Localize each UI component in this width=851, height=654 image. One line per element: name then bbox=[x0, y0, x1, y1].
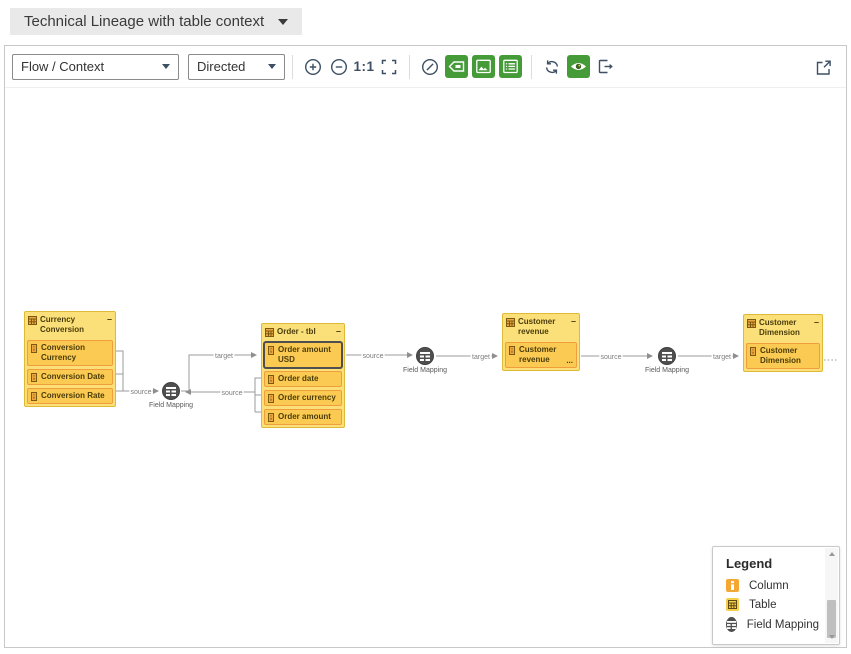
toggle-tags-button[interactable] bbox=[445, 55, 468, 78]
field-mapping-label: Field Mapping bbox=[403, 367, 447, 374]
table-name: Customer Dimension bbox=[759, 318, 800, 337]
refresh-icon bbox=[542, 57, 562, 77]
legend-scrollbar[interactable] bbox=[825, 548, 838, 643]
column-node-order-amount-usd[interactable]: Order amount USD bbox=[264, 342, 342, 368]
toggle-visibility-button[interactable] bbox=[567, 55, 590, 78]
column-node-order-amount[interactable]: Order amount bbox=[264, 409, 342, 425]
column-icon bbox=[267, 345, 275, 355]
column-icon bbox=[267, 374, 275, 384]
eye-icon bbox=[568, 56, 589, 77]
zoom-in-button[interactable] bbox=[300, 54, 326, 80]
field-mapping-icon bbox=[162, 382, 180, 400]
legend-title: Legend bbox=[726, 556, 773, 571]
column-node-order-currency[interactable]: Order currency bbox=[264, 390, 342, 406]
list-icon bbox=[500, 56, 521, 77]
flow-context-value: Flow / Context bbox=[21, 59, 105, 74]
legend-panel: Legend Column Table bbox=[712, 546, 840, 645]
toolbar-divider bbox=[409, 54, 410, 79]
edit-lineage-button[interactable] bbox=[417, 54, 443, 80]
legend-item-table: Table bbox=[726, 598, 819, 611]
field-mapping-icon bbox=[416, 347, 434, 365]
field-mapping-icon bbox=[658, 347, 676, 365]
toggle-image-button[interactable] bbox=[472, 55, 495, 78]
refresh-button[interactable] bbox=[539, 54, 565, 80]
column-node-customer-revenue[interactable]: Customer revenue ... bbox=[505, 342, 577, 368]
field-mapping-label: Field Mapping bbox=[645, 367, 689, 374]
column-icon bbox=[267, 393, 275, 403]
field-mapping-node-2[interactable]: Field Mapping bbox=[393, 347, 457, 374]
external-link-icon bbox=[813, 57, 833, 77]
legend-item-field-mapping: Field Mapping bbox=[726, 617, 819, 632]
lineage-view-selector[interactable]: Technical Lineage with table context bbox=[10, 8, 303, 35]
table-name: Currency Conversion bbox=[40, 315, 85, 334]
lineage-view-label: Technical Lineage with table context bbox=[24, 13, 265, 30]
field-mapping-node-3[interactable]: Field Mapping bbox=[635, 347, 699, 374]
column-node-conversion-currency[interactable]: Conversion Currency bbox=[27, 340, 113, 366]
scroll-down-button[interactable] bbox=[825, 631, 838, 643]
table-icon bbox=[265, 327, 274, 338]
image-icon bbox=[473, 56, 494, 77]
scroll-up-button[interactable] bbox=[825, 548, 838, 560]
chevron-up-icon bbox=[828, 552, 835, 556]
table-node-order-tbl[interactable]: Order - tbl – Order amount USD Order dat… bbox=[261, 323, 345, 428]
column-node-conversion-date[interactable]: Conversion Date bbox=[27, 369, 113, 385]
direction-select[interactable]: Directed bbox=[188, 53, 285, 80]
toolbar-divider bbox=[531, 54, 532, 79]
table-icon bbox=[747, 318, 756, 339]
zoom-ratio-label: 1:1 bbox=[353, 59, 375, 74]
open-in-new-window-button[interactable] bbox=[810, 54, 836, 80]
field-mapping-node-1[interactable]: Field Mapping bbox=[139, 382, 203, 409]
chevron-down-icon bbox=[268, 64, 276, 69]
table-name: Customer revenue bbox=[518, 317, 556, 336]
zoom-out-button[interactable] bbox=[326, 54, 352, 80]
table-node-customer-revenue[interactable]: Customer revenue – Customer revenue ... bbox=[502, 313, 580, 371]
column-icon bbox=[508, 345, 516, 355]
export-icon bbox=[595, 56, 616, 77]
column-icon bbox=[726, 579, 739, 592]
column-icon bbox=[267, 412, 275, 422]
flow-context-select[interactable]: Flow / Context bbox=[12, 53, 179, 80]
fit-to-screen-button[interactable] bbox=[376, 54, 402, 80]
table-node-customer-dimension[interactable]: Customer Dimension – Customer Dimension bbox=[743, 314, 823, 372]
collapse-toggle[interactable]: – bbox=[335, 326, 341, 336]
zoom-reset-button[interactable]: 1:1 bbox=[352, 54, 376, 80]
plus-circle-icon bbox=[303, 57, 323, 77]
truncation-ellipsis: ... bbox=[566, 356, 573, 365]
export-button[interactable] bbox=[592, 54, 618, 80]
toolbar-divider bbox=[292, 54, 293, 79]
column-icon bbox=[749, 346, 757, 356]
table-icon bbox=[506, 317, 515, 338]
column-node-conversion-rate[interactable]: Conversion Rate bbox=[27, 388, 113, 404]
legend-item-column: Column bbox=[726, 579, 819, 592]
field-mapping-label: Field Mapping bbox=[149, 402, 193, 409]
collapse-toggle[interactable]: – bbox=[570, 316, 576, 326]
table-name: Order - tbl bbox=[277, 327, 316, 336]
column-icon bbox=[30, 372, 38, 382]
toggle-list-button[interactable] bbox=[499, 55, 522, 78]
column-node-customer-dimension[interactable]: Customer Dimension bbox=[746, 343, 820, 369]
field-mapping-icon bbox=[726, 617, 737, 632]
fullscreen-icon bbox=[379, 57, 399, 77]
collapse-toggle[interactable]: – bbox=[813, 317, 819, 327]
collapse-toggle[interactable]: – bbox=[106, 314, 112, 324]
table-node-currency-conversion[interactable]: Currency Conversion – Conversion Currenc… bbox=[24, 311, 116, 407]
column-node-order-date[interactable]: Order date bbox=[264, 371, 342, 387]
tag-icon bbox=[446, 56, 467, 77]
direction-value: Directed bbox=[197, 59, 246, 74]
table-icon bbox=[28, 315, 37, 336]
column-icon bbox=[30, 343, 38, 353]
minus-circle-icon bbox=[329, 57, 349, 77]
pencil-circle-icon bbox=[420, 57, 440, 77]
chevron-down-icon bbox=[278, 18, 289, 25]
scroll-thumb[interactable] bbox=[827, 600, 836, 638]
chevron-down-icon bbox=[162, 64, 170, 69]
chevron-down-icon bbox=[828, 635, 835, 639]
column-icon bbox=[30, 391, 38, 401]
lineage-toolbar: Flow / Context Directed bbox=[5, 46, 846, 88]
table-icon bbox=[726, 598, 739, 611]
lineage-panel: Flow / Context Directed bbox=[4, 45, 847, 648]
